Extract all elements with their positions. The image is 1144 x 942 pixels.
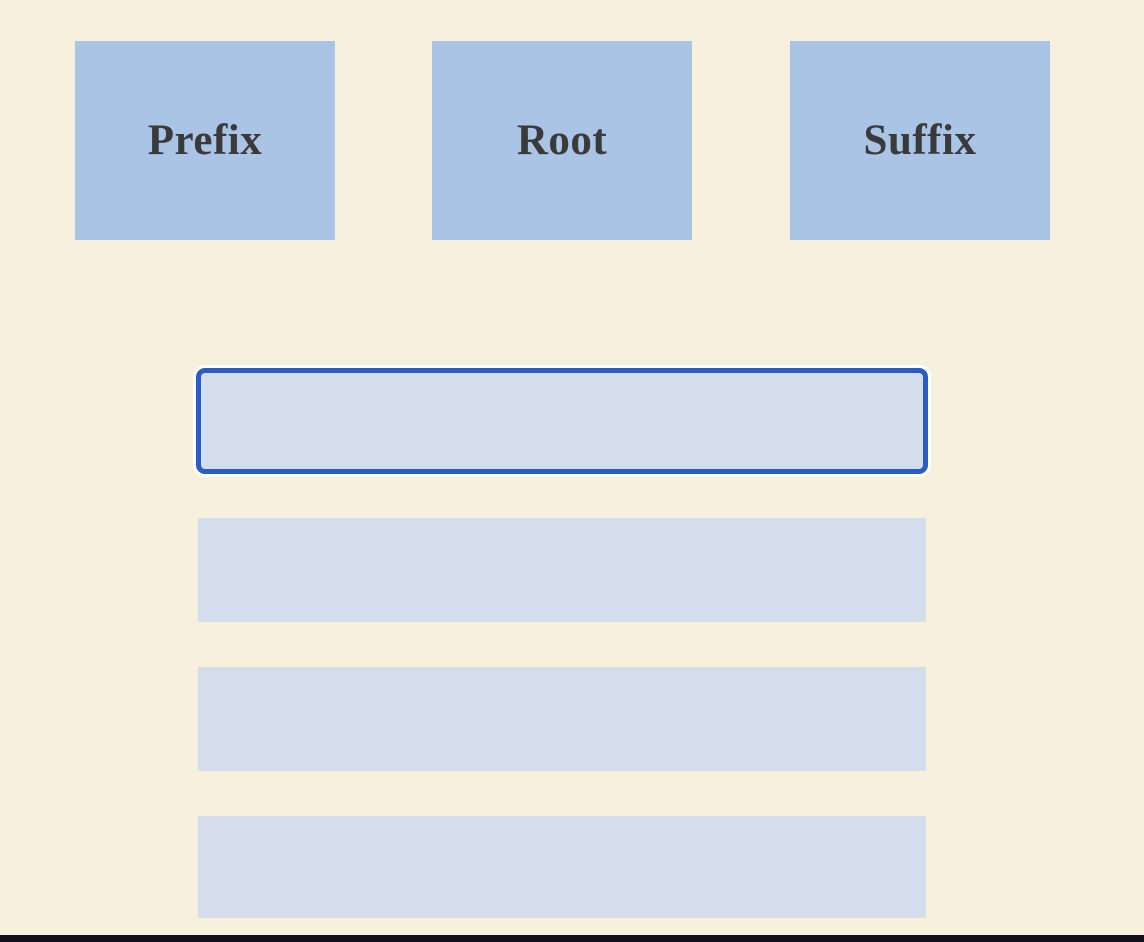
bottom-border-bar [0, 935, 1144, 942]
answer-card-1-focused[interactable] [196, 368, 928, 474]
category-box-suffix[interactable]: Suffix [790, 41, 1050, 240]
category-box-root[interactable]: Root [432, 41, 692, 240]
category-label-root: Root [516, 117, 608, 164]
category-label-prefix: Prefix [147, 117, 263, 164]
category-box-prefix[interactable]: Prefix [75, 41, 335, 240]
answer-card-4[interactable] [198, 816, 926, 918]
answer-card-2[interactable] [198, 518, 926, 622]
answer-card-3[interactable] [198, 667, 926, 771]
category-label-suffix: Suffix [863, 117, 977, 164]
